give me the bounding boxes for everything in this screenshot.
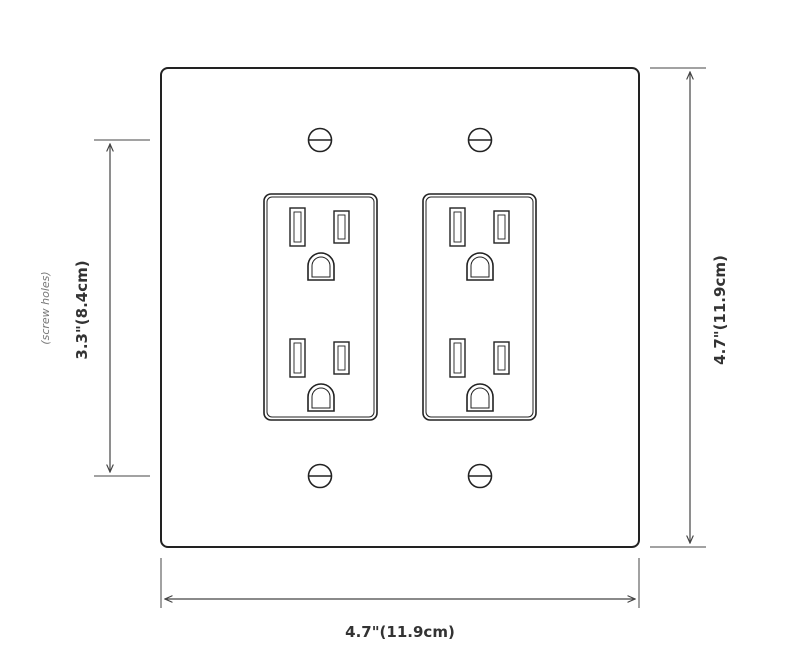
slot-icon [333,210,350,244]
slot-icon [333,341,350,375]
screw-span-note: (screw holes) [39,271,52,344]
screw-icon [307,127,333,153]
slot-icon [493,210,510,244]
width-label: 4.7"(11.9cm) [345,623,455,641]
slot-icon [449,207,466,247]
ground-hole-icon [466,383,494,412]
outlet-top [449,207,510,281]
screw-span-label: 3.3"(8.4cm) [73,260,91,359]
wall-plate [160,67,640,548]
screw-icon [307,463,333,489]
ground-hole-icon [307,383,335,412]
outlet-top [289,207,350,281]
slot-icon [449,338,466,378]
receptacle-left [263,193,378,421]
width-dimension: 4.7"(11.9cm) [160,558,640,641]
screw-icon [467,463,493,489]
slot-icon [289,338,306,378]
outlet-bottom [449,338,510,412]
outlet-bottom [289,338,350,412]
height-dimension: 4.7"(11.9cm) [650,67,729,548]
ground-hole-icon [307,252,335,281]
screw-icon [467,127,493,153]
ground-hole-icon [466,252,494,281]
screw-span-dimension: 3.3"(8.4cm) (screw holes) [39,139,150,477]
slot-icon [289,207,306,247]
height-label: 4.7"(11.9cm) [711,255,729,365]
slot-icon [493,341,510,375]
receptacle-right [422,193,537,421]
